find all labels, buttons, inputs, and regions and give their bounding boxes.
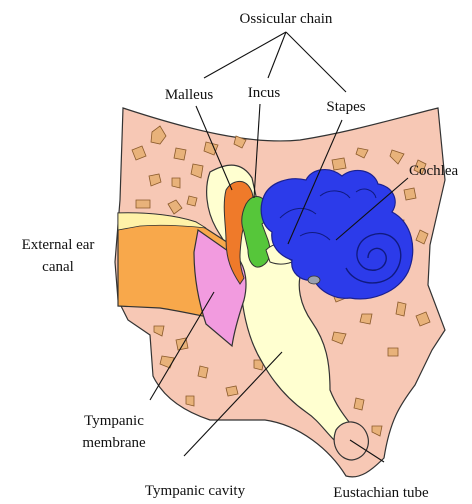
external-ear-canal-label-line2: canal [6,258,110,277]
incus-label: Incus [238,84,290,103]
malleus-label: Malleus [153,86,225,105]
tympanic-cavity-label: Tympanic cavity [120,482,270,501]
eustachian-tube-label: Eustachian tube [306,484,456,503]
cochlea-label: Cochlea [409,162,472,181]
ossicular-chain-label: Ossicular chain [226,10,346,29]
external-ear-canal-label-line1: External ear [6,236,110,255]
oval-window [308,276,320,284]
stapes-label: Stapes [316,98,376,117]
tympanic-membrane-label-line2: membrane [64,434,164,453]
tympanic-membrane-label-line1: Tympanic [64,412,164,431]
